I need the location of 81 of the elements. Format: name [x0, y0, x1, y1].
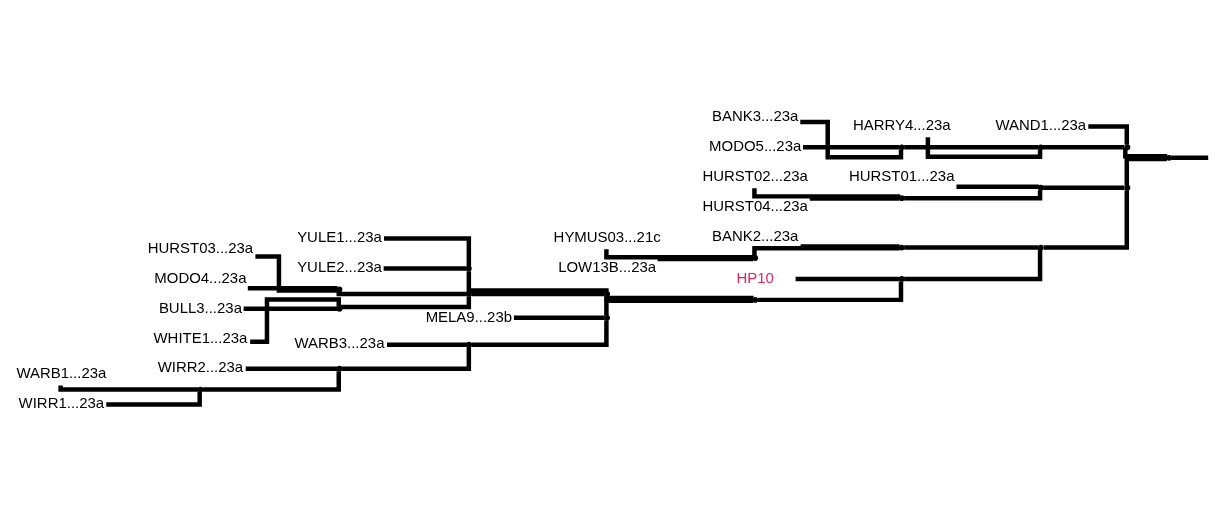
connector: [604, 298, 754, 316]
node-point: [465, 341, 472, 348]
node-text: MODO4...23a: [154, 268, 247, 286]
connector: [904, 145, 1039, 150]
connector: [800, 119, 904, 160]
connector: [1043, 190, 1130, 250]
node-text: MODO5...23a: [709, 137, 802, 155]
connector: [336, 290, 467, 297]
connector: [757, 281, 904, 303]
node-text: WHITE1...23a: [153, 328, 248, 346]
node-point: [752, 297, 759, 303]
node-text: BULL3...23a: [158, 298, 242, 316]
connector: [1123, 147, 1168, 159]
node-point: [336, 305, 343, 312]
node-text: HURST04...23a: [702, 196, 808, 214]
connector: [956, 184, 1039, 189]
connector: [513, 315, 605, 321]
node-text: WIRR2...23a: [157, 358, 244, 376]
node-point: [197, 386, 204, 393]
connector: [202, 371, 341, 392]
node-point: [898, 195, 905, 202]
connector: [341, 346, 472, 371]
connector: [387, 342, 467, 347]
connector: [1088, 124, 1130, 145]
node-point: [336, 286, 343, 293]
node-text: HYMUS03...21c: [553, 228, 661, 246]
node-point: [336, 365, 343, 372]
connector: [471, 320, 609, 347]
node-text: HURST03...23a: [147, 238, 254, 256]
connector: [795, 276, 900, 282]
node-text: HURST02...23a: [702, 167, 808, 184]
connector: [106, 391, 202, 407]
connector: [1124, 156, 1167, 186]
node-point: [898, 144, 905, 151]
node-point: [465, 291, 472, 297]
node-point: [898, 244, 905, 251]
connector: [471, 291, 605, 297]
connector: [1043, 145, 1125, 150]
node-point: [1124, 184, 1131, 191]
connector: [802, 145, 900, 150]
node-point: [752, 255, 759, 261]
connector: [245, 366, 338, 371]
node-point: [604, 314, 611, 321]
node-text: WIRR1...23a: [18, 394, 105, 412]
connector: [247, 286, 338, 291]
node-text: WARB3...23a: [294, 334, 385, 352]
connector: [657, 256, 754, 262]
connector: [383, 266, 467, 271]
node-point: [1037, 184, 1044, 191]
node-point: [465, 265, 472, 272]
node-text: MELA9...23b: [425, 307, 513, 325]
node-point: [1124, 144, 1131, 151]
node-point: [1037, 244, 1044, 251]
connector: [340, 296, 472, 310]
connector: [904, 249, 1043, 282]
node-text: YULE2...23a: [297, 258, 382, 276]
connector: [1171, 155, 1209, 161]
connector: [1043, 185, 1125, 190]
connector: [243, 306, 338, 312]
node-text: LOW13B...23a: [558, 258, 657, 276]
node-text: HP10: [736, 268, 774, 286]
node-point: [1037, 144, 1044, 151]
node-text: WAND1...23a: [995, 116, 1087, 134]
node-point: [604, 291, 611, 297]
connector: [904, 190, 1043, 201]
node-text: HURST01...23a: [849, 167, 955, 184]
node-text: WARB1...23a: [16, 364, 107, 382]
connector: [752, 246, 900, 256]
connector: [904, 245, 1039, 250]
connector: [800, 244, 900, 249]
node-point: [1166, 154, 1173, 161]
node-text: BANK2...23a: [712, 226, 799, 244]
connector: [925, 137, 1043, 159]
connector: [466, 271, 609, 294]
node-text: BANK3...23a: [712, 107, 799, 125]
connector: [604, 295, 754, 301]
node-text: YULE1...23a: [297, 228, 382, 246]
node-text: HARRY4...23a: [852, 116, 951, 134]
node-point: [898, 276, 905, 282]
connector: [809, 196, 900, 201]
connector: [384, 236, 472, 267]
